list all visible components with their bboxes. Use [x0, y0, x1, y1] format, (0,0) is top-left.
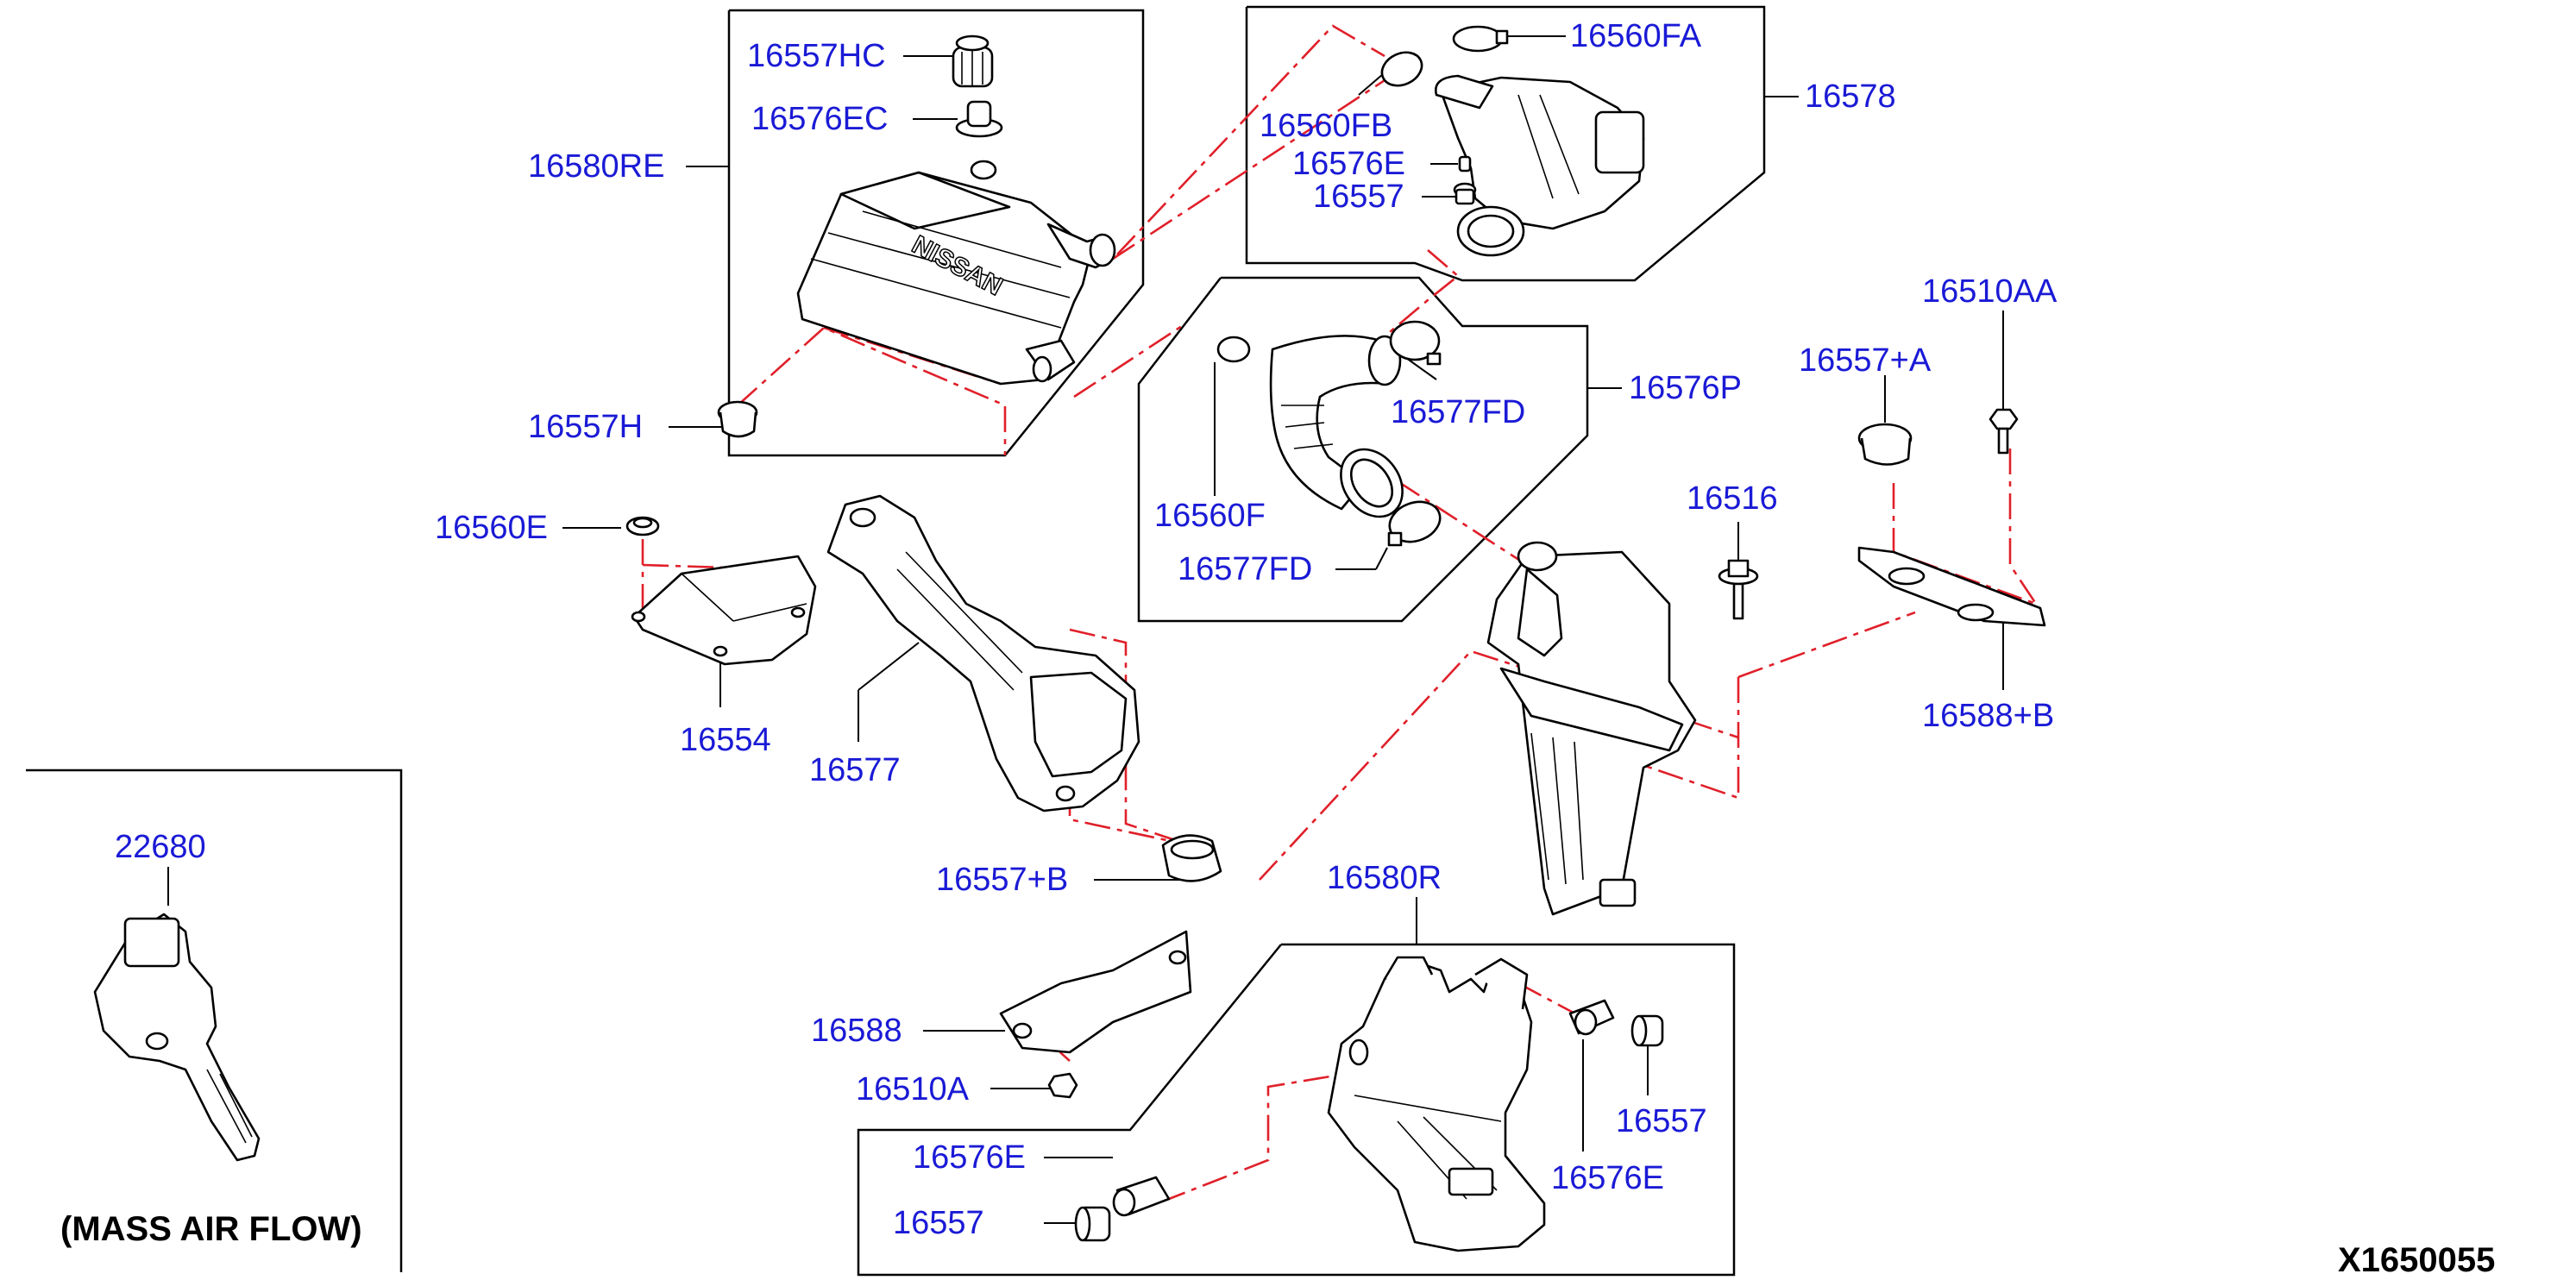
label-16557hc: 16557HC — [747, 38, 886, 74]
clamp-16577fd-upper — [1389, 320, 1442, 366]
grommet-16557-top — [1453, 182, 1477, 205]
air-hose-16576p — [1269, 335, 1404, 518]
label-16560e: 16560E — [435, 510, 548, 546]
label-16588b: 16588+B — [1922, 698, 2054, 734]
air-cleaner-lower-body — [1327, 956, 1546, 1252]
mass-air-flow-caption: (MASS AIR FLOW) — [60, 1210, 362, 1248]
clamp-16577fd-lower — [1387, 500, 1442, 547]
cover-16554 — [631, 555, 817, 666]
group-box-inlet-duct — [1245, 5, 1766, 282]
label-16580re: 16580RE — [528, 148, 664, 185]
clamp-16560f — [1216, 336, 1251, 363]
label-16557h: 16557H — [528, 409, 643, 445]
label-16560f: 16560F — [1154, 498, 1266, 534]
bolt-16510aa — [1989, 408, 2019, 455]
label-16576ec: 16576EC — [751, 101, 888, 137]
label-16510a: 16510A — [856, 1071, 970, 1107]
bolt-16510a — [1047, 1072, 1078, 1099]
group-box-air-cleaner-cover — [727, 9, 1145, 457]
label-16578: 16578 — [1805, 78, 1896, 115]
label-16560fa: 16560FA — [1570, 18, 1702, 54]
grommet-16557b — [1161, 834, 1222, 882]
label-16580r: 16580R — [1327, 860, 1442, 896]
part-labels: 16557HC 16576EC 16580RE 16557H 16560FA 1… — [115, 18, 2058, 1241]
mass-air-flow-sensor-22680 — [93, 913, 261, 1162]
bracket-16588b — [1857, 546, 2046, 627]
group-box-mass-air-flow — [26, 769, 403, 1272]
clamp-16560fb — [1380, 51, 1423, 87]
label-16588: 16588 — [811, 1013, 902, 1049]
grommet-16557-left — [1074, 1206, 1111, 1242]
bushing-16576e-right — [1568, 999, 1615, 1036]
label-16576e-duct: 16576E — [1292, 146, 1405, 182]
label-22680: 22680 — [115, 829, 206, 865]
air-cleaner-cover: NISSAN — [796, 160, 1116, 386]
label-16576e-body-right: 16576E — [1551, 1160, 1664, 1196]
cap-16557hc — [952, 35, 994, 88]
label-16557-duct: 16557 — [1313, 179, 1404, 215]
inlet-duct-16578 — [1435, 74, 1645, 257]
bracket-16588 — [999, 930, 1192, 1054]
clamp-16560fa — [1452, 25, 1509, 53]
label-16577fd-lower: 16577FD — [1178, 551, 1312, 587]
grommet-16576ec — [955, 100, 1003, 138]
grommet-16560e — [625, 516, 660, 536]
bolt-16576e-top — [1458, 155, 1472, 173]
label-16510aa: 16510AA — [1922, 273, 2058, 310]
cap-16557a — [1857, 423, 1913, 466]
grommet-16557-right — [1630, 1014, 1664, 1047]
label-16557-body-left: 16557 — [893, 1205, 984, 1241]
label-16576e-body-left: 16576E — [913, 1139, 1026, 1176]
bolt-16516 — [1718, 559, 1759, 620]
label-16557a: 16557+A — [1799, 342, 1932, 379]
label-16576p: 16576P — [1629, 370, 1742, 406]
label-16516: 16516 — [1687, 480, 1778, 517]
figure-code: X1650055 — [2338, 1241, 2495, 1279]
label-16557-body-right: 16557 — [1616, 1103, 1707, 1139]
label-16577: 16577 — [809, 752, 901, 788]
bushing-16576e-left — [1112, 1176, 1171, 1217]
grommet-16557h — [717, 400, 758, 438]
label-16577fd-upper: 16577FD — [1391, 394, 1525, 430]
label-16557b: 16557+B — [936, 862, 1068, 898]
resonator-16577 — [826, 494, 1140, 813]
leader-lines — [167, 35, 2004, 1224]
group-box-hose — [1137, 276, 1589, 623]
label-16554: 16554 — [680, 722, 771, 758]
group-box-air-cleaner-body — [857, 943, 1736, 1277]
label-16560fb: 16560FB — [1260, 108, 1392, 144]
air-cleaner-body — [1486, 541, 1697, 916]
